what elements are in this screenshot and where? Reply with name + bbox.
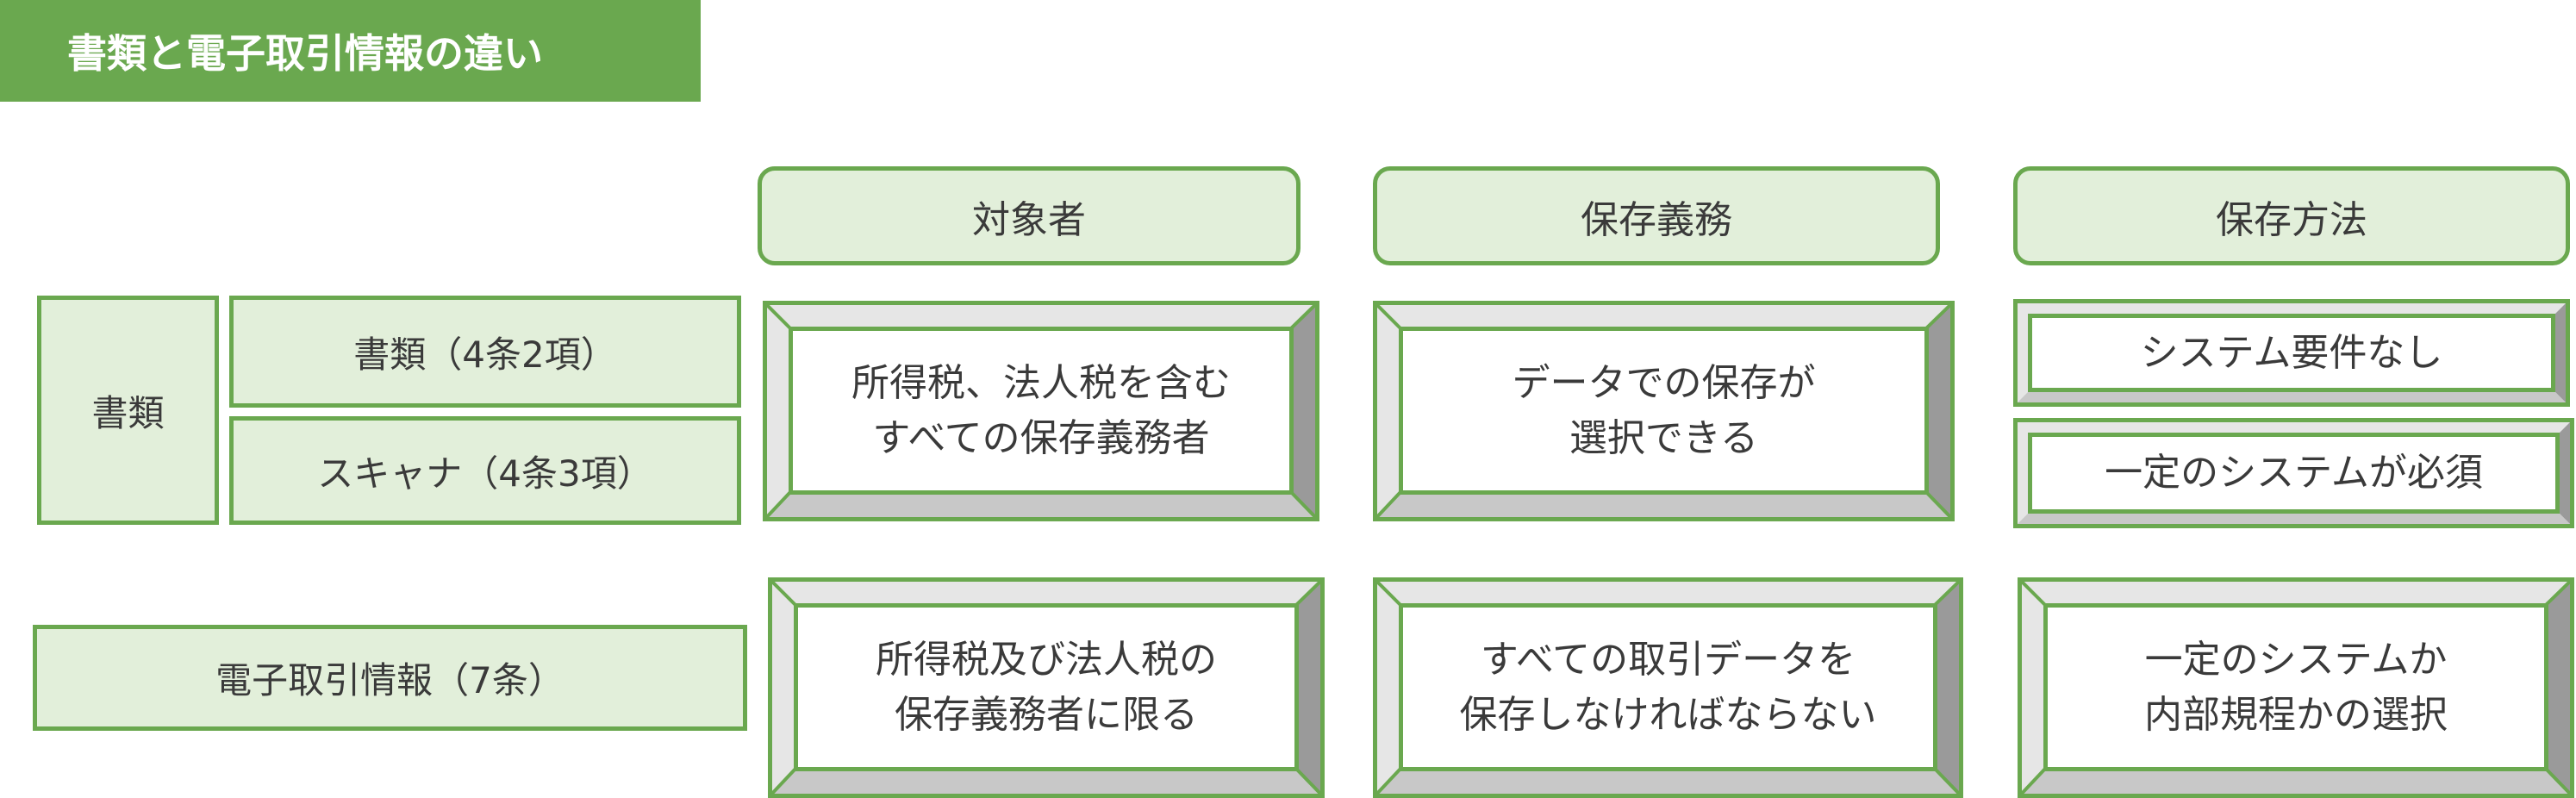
cell-denshi-target: 所得税及び法人税の 保存義務者に限る (768, 577, 1325, 798)
row-sublabel-shorui: 書類（4条2項） (229, 296, 741, 408)
cell-text-line: 一定のシステムが必須 (2105, 451, 2483, 496)
cell-shorui-method-2: 一定のシステムが必須 (2013, 418, 2574, 528)
cell-text-line: システム要件なし (2140, 330, 2443, 375)
cell-text-line: 所得税及び法人税の (876, 637, 1217, 682)
cell-text-line: 選択できる (1569, 415, 1759, 460)
cell-denshi-method: 一定のシステムか 内部規程かの選択 (2018, 577, 2574, 798)
cell-denshi-obligation: すべての取引データを 保存しなければならない (1373, 577, 1963, 798)
cell-shorui-obligation: データでの保存が 選択できる (1373, 301, 1955, 521)
cell-text-line: データでの保存が (1512, 360, 1816, 405)
cell-text-line: 内部規程かの選択 (2144, 692, 2448, 737)
cell-shorui-method-1: システム要件なし (2013, 299, 2570, 407)
column-header-method: 保存方法 (2013, 166, 2570, 265)
cell-text-line: 所得税、法人税を含む (851, 360, 1231, 405)
column-header-obligation: 保存義務 (1373, 166, 1940, 265)
column-header-target: 対象者 (758, 166, 1300, 265)
cell-shorui-target: 所得税、法人税を含む すべての保存義務者 (763, 301, 1319, 521)
row-sublabel-scanner: スキャナ（4条3項） (229, 416, 741, 525)
row-label-denshi: 電子取引情報（7条） (33, 625, 747, 731)
cell-text-line: すべての保存義務者 (872, 415, 1210, 460)
cell-text-line: すべての取引データを (1480, 637, 1856, 682)
row-label-shorui: 書類 (37, 296, 219, 525)
page-title: 書類と電子取引情報の違い (0, 0, 701, 102)
cell-text-line: 保存しなければならない (1459, 692, 1877, 737)
cell-text-line: 保存義務者に限る (895, 692, 1198, 737)
cell-text-line: 一定のシステムか (2144, 637, 2448, 682)
